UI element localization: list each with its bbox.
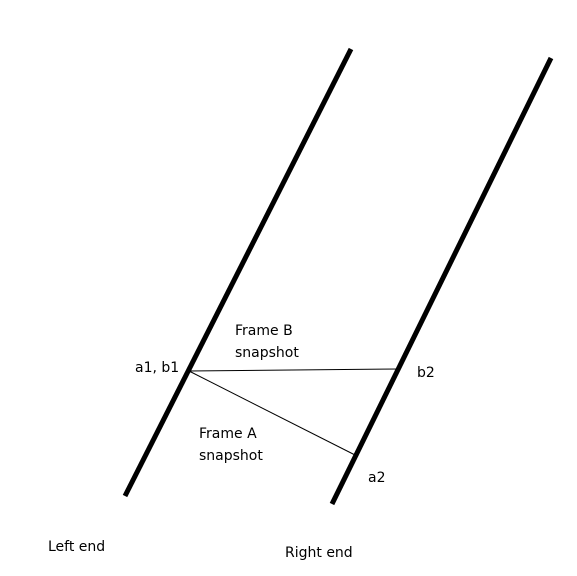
right-end-line: [329, 56, 554, 506]
right-end-label: Right end: [285, 545, 353, 561]
left-end-label: Left end: [48, 539, 106, 555]
frame-b-label-line1: Frame B: [235, 323, 293, 339]
frame-b-snapshot-line: [188, 368, 401, 372]
point-a2-label: a2: [368, 470, 386, 486]
frame-a-label-line2: snapshot: [199, 448, 263, 464]
point-b2-label: b2: [417, 365, 435, 381]
frame-b-label-line2: snapshot: [235, 345, 299, 361]
left-end-line: [122, 47, 354, 498]
frame-a-snapshot-line: [188, 370, 358, 457]
point-a1-b1-label: a1, b1: [135, 360, 180, 376]
frame-a-label-line1: Frame A: [199, 426, 257, 442]
